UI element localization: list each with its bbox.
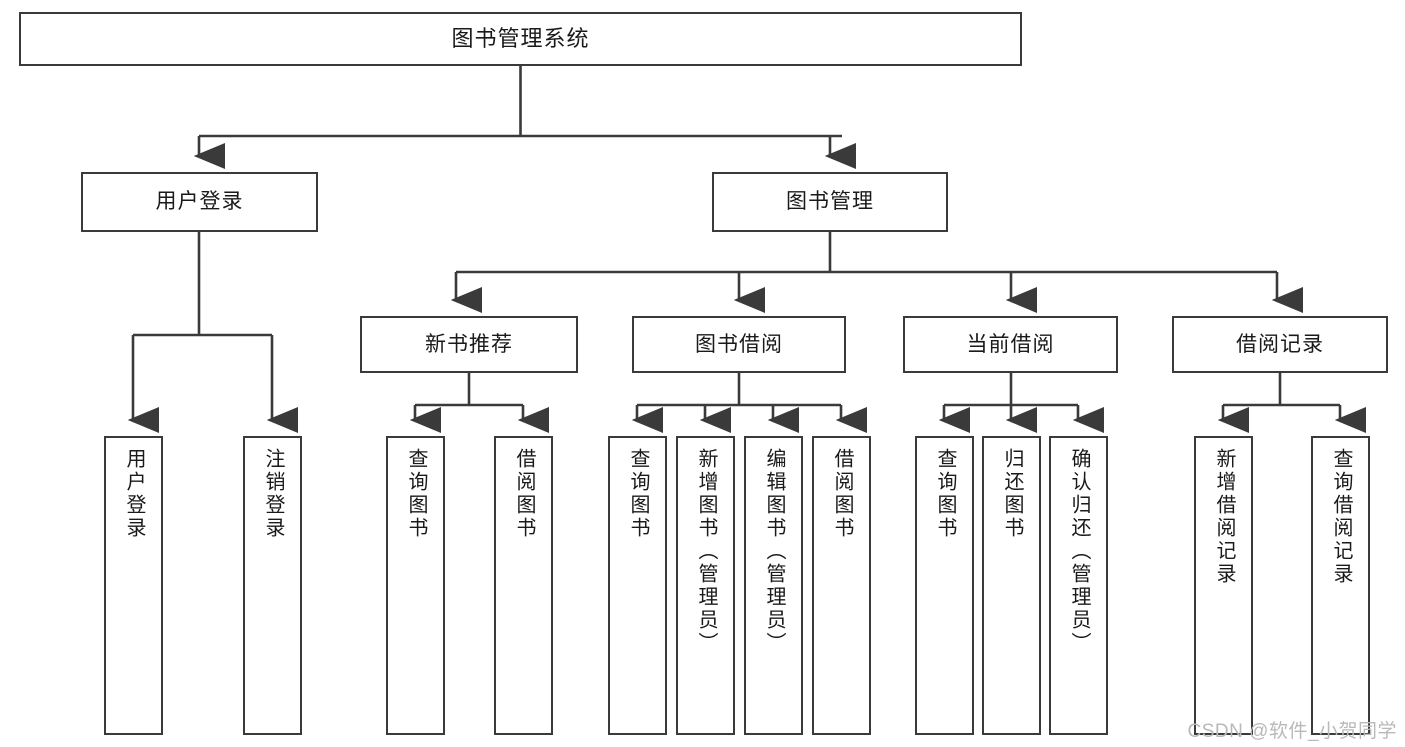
leaf-current-borrow-confirm-return[interactable]: 确认归还（管理员）	[1049, 436, 1108, 735]
leaf-book-borrow-edit[interactable]: 编辑图书（管理员）	[744, 436, 803, 735]
node-book-management[interactable]: 图书管理	[712, 172, 948, 232]
leaf-new-book-query[interactable]: 查询图书	[386, 436, 445, 735]
node-label: 查询图书	[934, 448, 956, 540]
node-label: 图书管理系统	[451, 25, 590, 51]
node-new-book-recommend[interactable]: 新书推荐	[360, 316, 578, 373]
csdn-watermark: CSDN @软件_小贺同学	[1187, 721, 1397, 742]
node-current-borrow[interactable]: 当前借阅	[903, 316, 1118, 373]
node-book-borrow[interactable]: 图书借阅	[632, 316, 846, 373]
node-label: 图书借阅	[695, 332, 783, 356]
leaf-current-borrow-query[interactable]: 查询图书	[915, 436, 974, 735]
node-label: 借阅图书	[513, 448, 535, 540]
node-label: 查询图书	[627, 448, 649, 540]
node-label: 借阅记录	[1236, 332, 1324, 356]
node-label: 查询借阅记录	[1330, 448, 1352, 586]
leaf-user-login-signout[interactable]: 注销登录	[243, 436, 302, 735]
node-label: 注销登录	[262, 448, 284, 540]
leaf-book-borrow-lend[interactable]: 借阅图书	[812, 436, 871, 735]
node-label: 借阅图书	[831, 448, 853, 540]
node-label: 新增图书（管理员）	[695, 448, 717, 655]
leaf-borrow-record-query[interactable]: 查询借阅记录	[1311, 436, 1370, 735]
leaf-current-borrow-return[interactable]: 归还图书	[982, 436, 1041, 735]
node-label: 新书推荐	[425, 332, 513, 356]
node-root-system[interactable]: 图书管理系统	[19, 12, 1022, 66]
leaf-borrow-record-add[interactable]: 新增借阅记录	[1194, 436, 1253, 735]
node-label: 用户登录	[155, 190, 244, 214]
leaf-user-login-signin[interactable]: 用户登录	[104, 436, 163, 735]
leaf-book-borrow-query[interactable]: 查询图书	[608, 436, 667, 735]
node-label: 用户登录	[123, 448, 145, 540]
node-label: 确认归还（管理员）	[1068, 448, 1090, 655]
node-label: 新增借阅记录	[1213, 448, 1235, 586]
leaf-new-book-borrow[interactable]: 借阅图书	[494, 436, 553, 735]
node-user-login[interactable]: 用户登录	[81, 172, 318, 232]
node-label: 编辑图书（管理员）	[763, 448, 785, 655]
node-label: 归还图书	[1001, 448, 1023, 540]
node-label: 查询图书	[405, 448, 427, 540]
node-label: 当前借阅	[966, 332, 1055, 356]
node-label: 图书管理	[786, 190, 874, 214]
leaf-book-borrow-add[interactable]: 新增图书（管理员）	[676, 436, 735, 735]
node-borrow-record[interactable]: 借阅记录	[1172, 316, 1388, 373]
